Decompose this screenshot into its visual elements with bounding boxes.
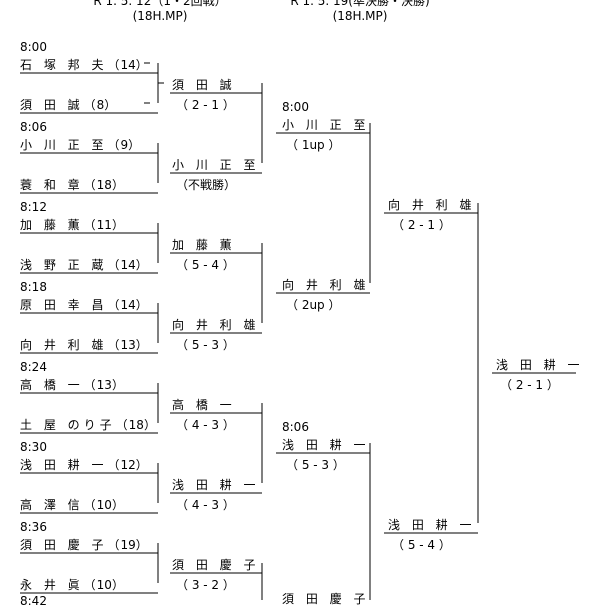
round2-score: （ 4 - 3 ）: [176, 418, 235, 432]
match-time: 8:24: [20, 360, 47, 374]
match-time: 8:00: [282, 100, 309, 114]
round2-winner: 加 藤 薫: [172, 238, 236, 252]
match-time: 8:18: [20, 280, 47, 294]
match-time: 8:30: [20, 440, 47, 454]
round2-winner: 高 橋 一: [172, 398, 236, 412]
round2-score: （ 4 - 3 ）: [176, 498, 235, 512]
match-time: 8:42: [20, 594, 47, 608]
round3-winner: 浅 田 耕 一: [282, 438, 370, 452]
match-time: 8:06: [20, 120, 47, 134]
round2-winner: 須 田 誠: [172, 78, 236, 92]
final-winner: 浅 田 耕 一: [496, 358, 584, 372]
header-final-date: R 1. 5. 19(準決勝・決勝): [290, 0, 430, 8]
round2-winner: 浅 田 耕 一: [172, 478, 260, 492]
round2-winner: 小 川 正 至: [172, 158, 260, 172]
player-name: 石 塚 邦 夫（14）: [20, 58, 148, 72]
round3-winner: 向 井 利 雄: [282, 278, 370, 292]
match-time: 8:06: [282, 420, 309, 434]
header-final-format: (18H.MP): [332, 9, 388, 23]
match-time: 8:36: [20, 520, 47, 534]
player-name: 小 川 正 至（9）: [20, 138, 141, 152]
round3-score: （ 2up ）: [286, 298, 341, 312]
semifinal-score: （ 5 - 4 ）: [392, 538, 451, 552]
round2-winner: 向 井 利 雄: [172, 318, 260, 332]
match-time: 8:12: [20, 200, 47, 214]
player-name: 土 屋 のり子（18）: [20, 418, 156, 432]
round2-score: （ 2 - 1 ）: [176, 98, 235, 112]
round2-score: （不戦勝）: [176, 178, 237, 192]
player-name: 高 橋 一（13）: [20, 378, 124, 392]
round2-score: （ 3 - 2 ）: [176, 578, 235, 592]
round2-winner: 須 田 慶 子: [172, 558, 260, 572]
player-name: 向 井 利 雄（13）: [20, 338, 148, 352]
semifinal-winner: 浅 田 耕 一: [388, 518, 476, 532]
round2-score: （ 5 - 3 ）: [176, 338, 235, 352]
round3-score: （ 1up ）: [286, 138, 341, 152]
player-name: 永 井 眞（10）: [20, 578, 124, 592]
player-name: 原 田 幸 昌（14）: [20, 298, 148, 312]
header-round12-date: R 1. 5. 12（1・2回戦）: [93, 0, 227, 8]
round3-score: （ 5 - 3 ）: [286, 458, 345, 472]
match-time: 8:00: [20, 40, 47, 54]
header-round12-format: (18H.MP): [132, 9, 188, 23]
final-score: （ 2 - 1 ）: [500, 378, 559, 392]
round3-winner: 須 田 慶 子: [282, 592, 370, 606]
semifinal-winner: 向 井 利 雄: [388, 198, 476, 212]
player-name: 高 澤 信（10）: [20, 498, 124, 512]
player-name: 加 藤 薫（11）: [20, 218, 124, 232]
player-name: 浅 野 正 蔵（14）: [20, 258, 148, 272]
player-name: 須 田 慶 子（19）: [20, 538, 148, 552]
player-name: 須 田 誠（8）: [20, 98, 117, 112]
round2-score: （ 5 - 4 ）: [176, 258, 235, 272]
player-name: 蓑 和 章（18）: [20, 178, 124, 192]
player-name: 浅 田 耕 一（12）: [20, 458, 148, 472]
round3-winner: 小 川 正 至: [282, 118, 370, 132]
semifinal-score: （ 2 - 1 ）: [392, 218, 451, 232]
